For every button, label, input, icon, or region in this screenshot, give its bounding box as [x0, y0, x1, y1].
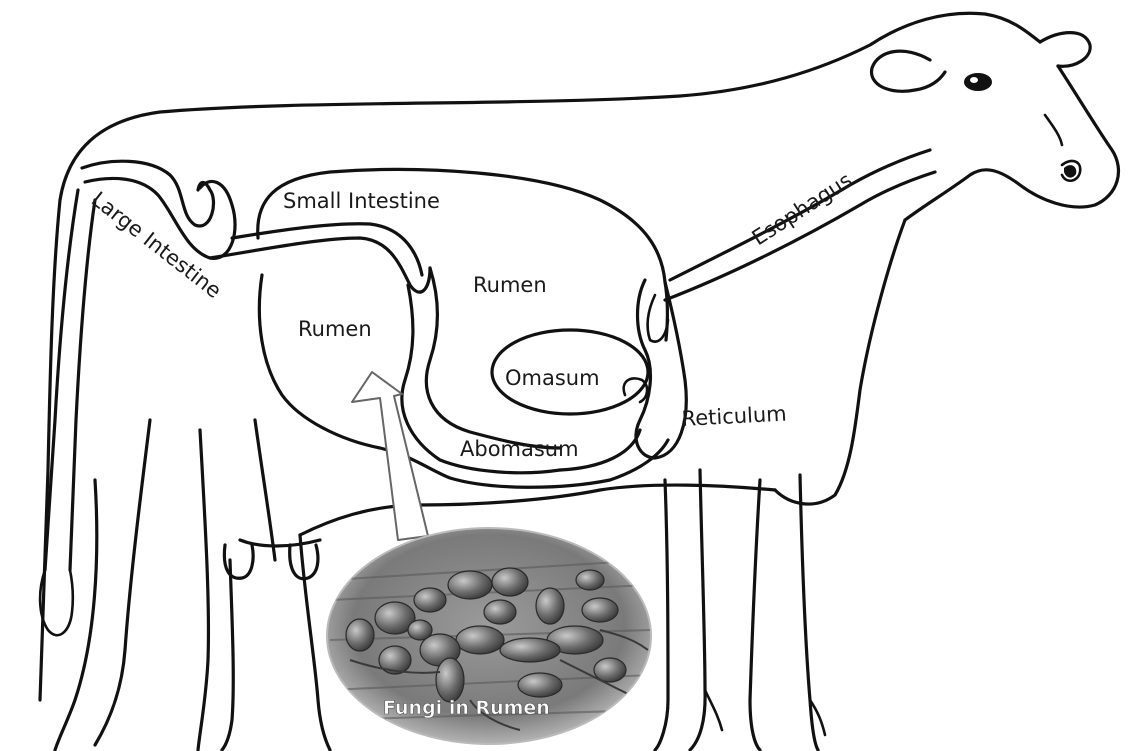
label-omasum: Omasum — [505, 366, 600, 390]
arrow-fungi-to-rumen — [352, 372, 428, 540]
label-large-intestine: Large Intestine — [87, 187, 226, 303]
label-rumen-upper: Rumen — [473, 273, 547, 297]
label-fungi: Fungi in Rumen — [383, 697, 550, 719]
label-reticulum: Reticulum — [681, 402, 787, 431]
label-rumen-left: Rumen — [298, 317, 372, 341]
reticulum-outline — [636, 280, 686, 458]
label-abomasum: Abomasum — [460, 437, 579, 461]
label-small-intestine: Small Intestine — [283, 189, 440, 213]
